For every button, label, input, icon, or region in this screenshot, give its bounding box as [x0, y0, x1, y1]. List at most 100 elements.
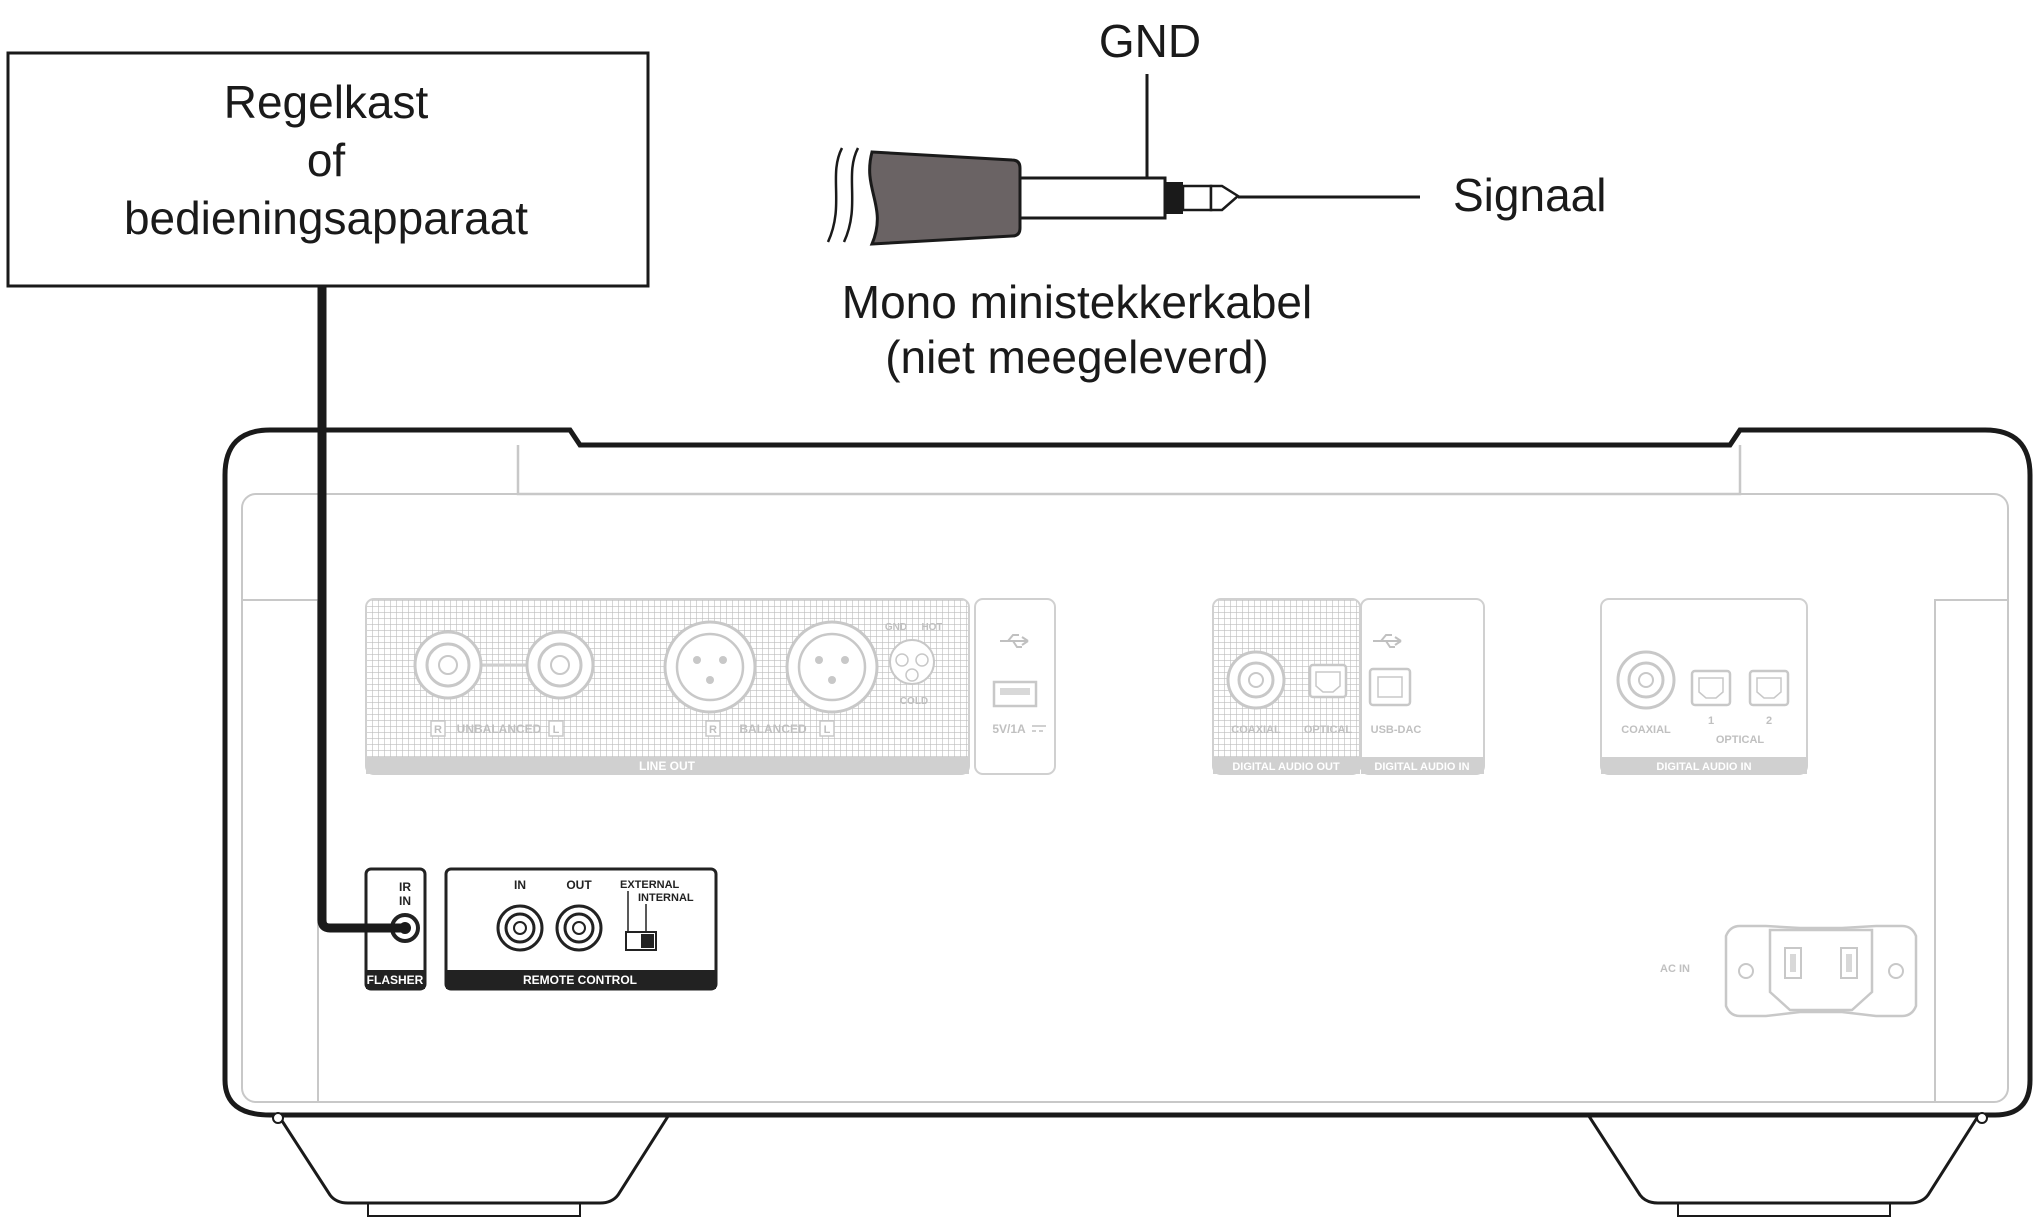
pinout-gnd-label: GND: [885, 622, 907, 633]
digital-audio-in-panel: DIGITAL AUDIO IN COAXIAL 1 2 OPTICAL: [1600, 598, 1808, 775]
bottom-right-screw: [1976, 1112, 1988, 1124]
flasher-ir-label: IR: [399, 880, 411, 894]
ac-in-label: AC IN: [1660, 963, 1690, 975]
control-box-frame: [6, 51, 650, 288]
usb-b-port[interactable]: [1368, 667, 1412, 707]
usb-dac-panel: DIGITAL AUDIO IN USB-DAC: [1360, 598, 1485, 775]
remote-section-bar: [446, 970, 716, 989]
remote-in-jack-pin: [513, 921, 527, 935]
balanced-r-box: [705, 720, 721, 737]
usb-b-port-shape: [1377, 676, 1403, 698]
xlr-pinout-diagram: [889, 639, 935, 685]
flasher-in-label: IN: [399, 894, 411, 908]
plug-body: [868, 150, 1022, 246]
xlr-l-jack-inner: [797, 632, 867, 702]
optical-out-port-shape: [1315, 671, 1341, 693]
xlr-r-pin-2: [719, 656, 727, 664]
balanced-r-letter: R: [709, 724, 717, 736]
optical-in-2-port-shape: [1756, 677, 1782, 699]
control-box-line2: of: [307, 134, 346, 186]
cable-label-line1: Mono ministekkerkabel: [842, 276, 1312, 328]
line-out-section-label: LINE OUT: [639, 759, 696, 773]
optical-in-1-number: 1: [1708, 715, 1714, 727]
coaxial-out-label: COAXIAL: [1231, 724, 1281, 736]
left-foot-rim: [367, 1203, 581, 1217]
flasher-section-bar: [366, 970, 425, 989]
plug-sleeve: [1018, 176, 1167, 220]
ac-inlet-screw-left: [1738, 963, 1754, 979]
balanced-label: BALANCED: [739, 722, 807, 736]
pinout-pin-2: [915, 653, 929, 667]
ac-inlet-panel: AC IN: [1660, 924, 1918, 1018]
external-label: EXTERNAL: [620, 879, 680, 891]
xlr-l-pin-1: [815, 656, 823, 664]
digital-audio-out-panel: DIGITAL AUDIO OUT COAXIAL OPTICAL: [1212, 598, 1361, 775]
coaxial-in-label: COAXIAL: [1621, 724, 1671, 736]
optical-in-1-port-shape: [1698, 677, 1724, 699]
switch-knob: [641, 934, 654, 948]
plug-insulator: [1165, 182, 1183, 214]
optical-in-1-port[interactable]: [1690, 669, 1732, 707]
xlr-r-pin-1: [693, 656, 701, 664]
left-foot: [273, 1109, 674, 1205]
plug-tip: [1209, 184, 1241, 212]
right-foot: [1583, 1109, 1984, 1205]
pinout-cold-label: COLD: [900, 696, 928, 707]
pinout-hot-label: HOT: [921, 622, 942, 633]
cable-break-line-1: [826, 147, 844, 243]
coaxial-in-jack-pin: [1638, 672, 1654, 688]
unbalanced-r-letter: R: [434, 724, 442, 736]
remote-out-jack-pin: [572, 921, 586, 935]
pinout-pin-1: [895, 653, 909, 667]
unbalanced-r-box: [430, 720, 446, 737]
xlr-l-pin-3: [828, 676, 836, 684]
remote-out-label: OUT: [566, 878, 592, 892]
ac-inlet-screw-right: [1888, 963, 1904, 979]
optical-out-label: OPTICAL: [1304, 724, 1353, 736]
signal-label: Signaal: [1453, 169, 1606, 221]
unbalanced-l-box: [548, 720, 564, 737]
pinout-pin-3: [905, 668, 919, 682]
plug-ring: [1181, 184, 1213, 212]
control-box: Regelkast of bedieningsapparaat: [6, 51, 650, 288]
xlr-r-jack-inner: [675, 632, 745, 702]
line-out-section-bar: [366, 757, 969, 774]
optical-in-2-port[interactable]: [1748, 669, 1790, 707]
flasher-section-label: FLASHER: [367, 973, 424, 987]
usb-symbol-icon: [1000, 634, 1029, 648]
usb-power-label: 5V/1A: [992, 722, 1026, 736]
right-side-rail: [1934, 599, 2008, 1102]
balanced-l-box: [819, 720, 835, 737]
inner-frame: [241, 493, 2009, 1103]
ac-inlet-pin-right-inner: [1846, 954, 1852, 972]
digital-in-section-bar: [1601, 757, 1807, 774]
remote-in-label: IN: [514, 878, 526, 892]
usb-dac-symbol-icon: [1373, 634, 1402, 648]
cable-break-line-2: [842, 147, 860, 243]
usb-dac-section-bar: [1361, 757, 1484, 774]
cable-label-line2: (niet meegeleverd): [885, 331, 1269, 383]
usb-dac-section-label: DIGITAL AUDIO IN: [1374, 761, 1469, 773]
right-foot-rim: [1677, 1203, 1891, 1217]
line-out-panel: LINE OUT R UNBALANCED L: [365, 598, 970, 775]
cable-plug-end: [399, 922, 411, 934]
digital-out-section-bar: [1213, 757, 1360, 774]
usb-dac-label: USB-DAC: [1371, 724, 1422, 736]
rca-r-jack-pin: [438, 655, 458, 675]
xlr-l-pin-2: [841, 656, 849, 664]
coaxial-out-jack-pin: [1248, 672, 1264, 688]
balanced-l-letter: L: [824, 724, 831, 736]
gnd-label: GND: [1099, 15, 1201, 67]
optical-in-2-number: 2: [1766, 715, 1772, 727]
device-rear-panel: LINE OUT R UNBALANCED L: [222, 427, 2033, 1217]
unbalanced-label: UNBALANCED: [457, 722, 542, 736]
control-box-line3: bedieningsapparaat: [124, 192, 528, 244]
usb-power-panel: 5V/1A: [974, 598, 1056, 775]
remote-control-panel: REMOTE CONTROL IN OUT EXTERNAL INTERNAL: [444, 867, 718, 991]
switch-leader-lines: [627, 891, 647, 932]
connection-cable: [317, 286, 402, 933]
digital-out-section-label: DIGITAL AUDIO OUT: [1232, 761, 1340, 773]
ac-inlet-pin-left-inner: [1790, 954, 1796, 972]
xlr-r-pin-3: [706, 676, 714, 684]
